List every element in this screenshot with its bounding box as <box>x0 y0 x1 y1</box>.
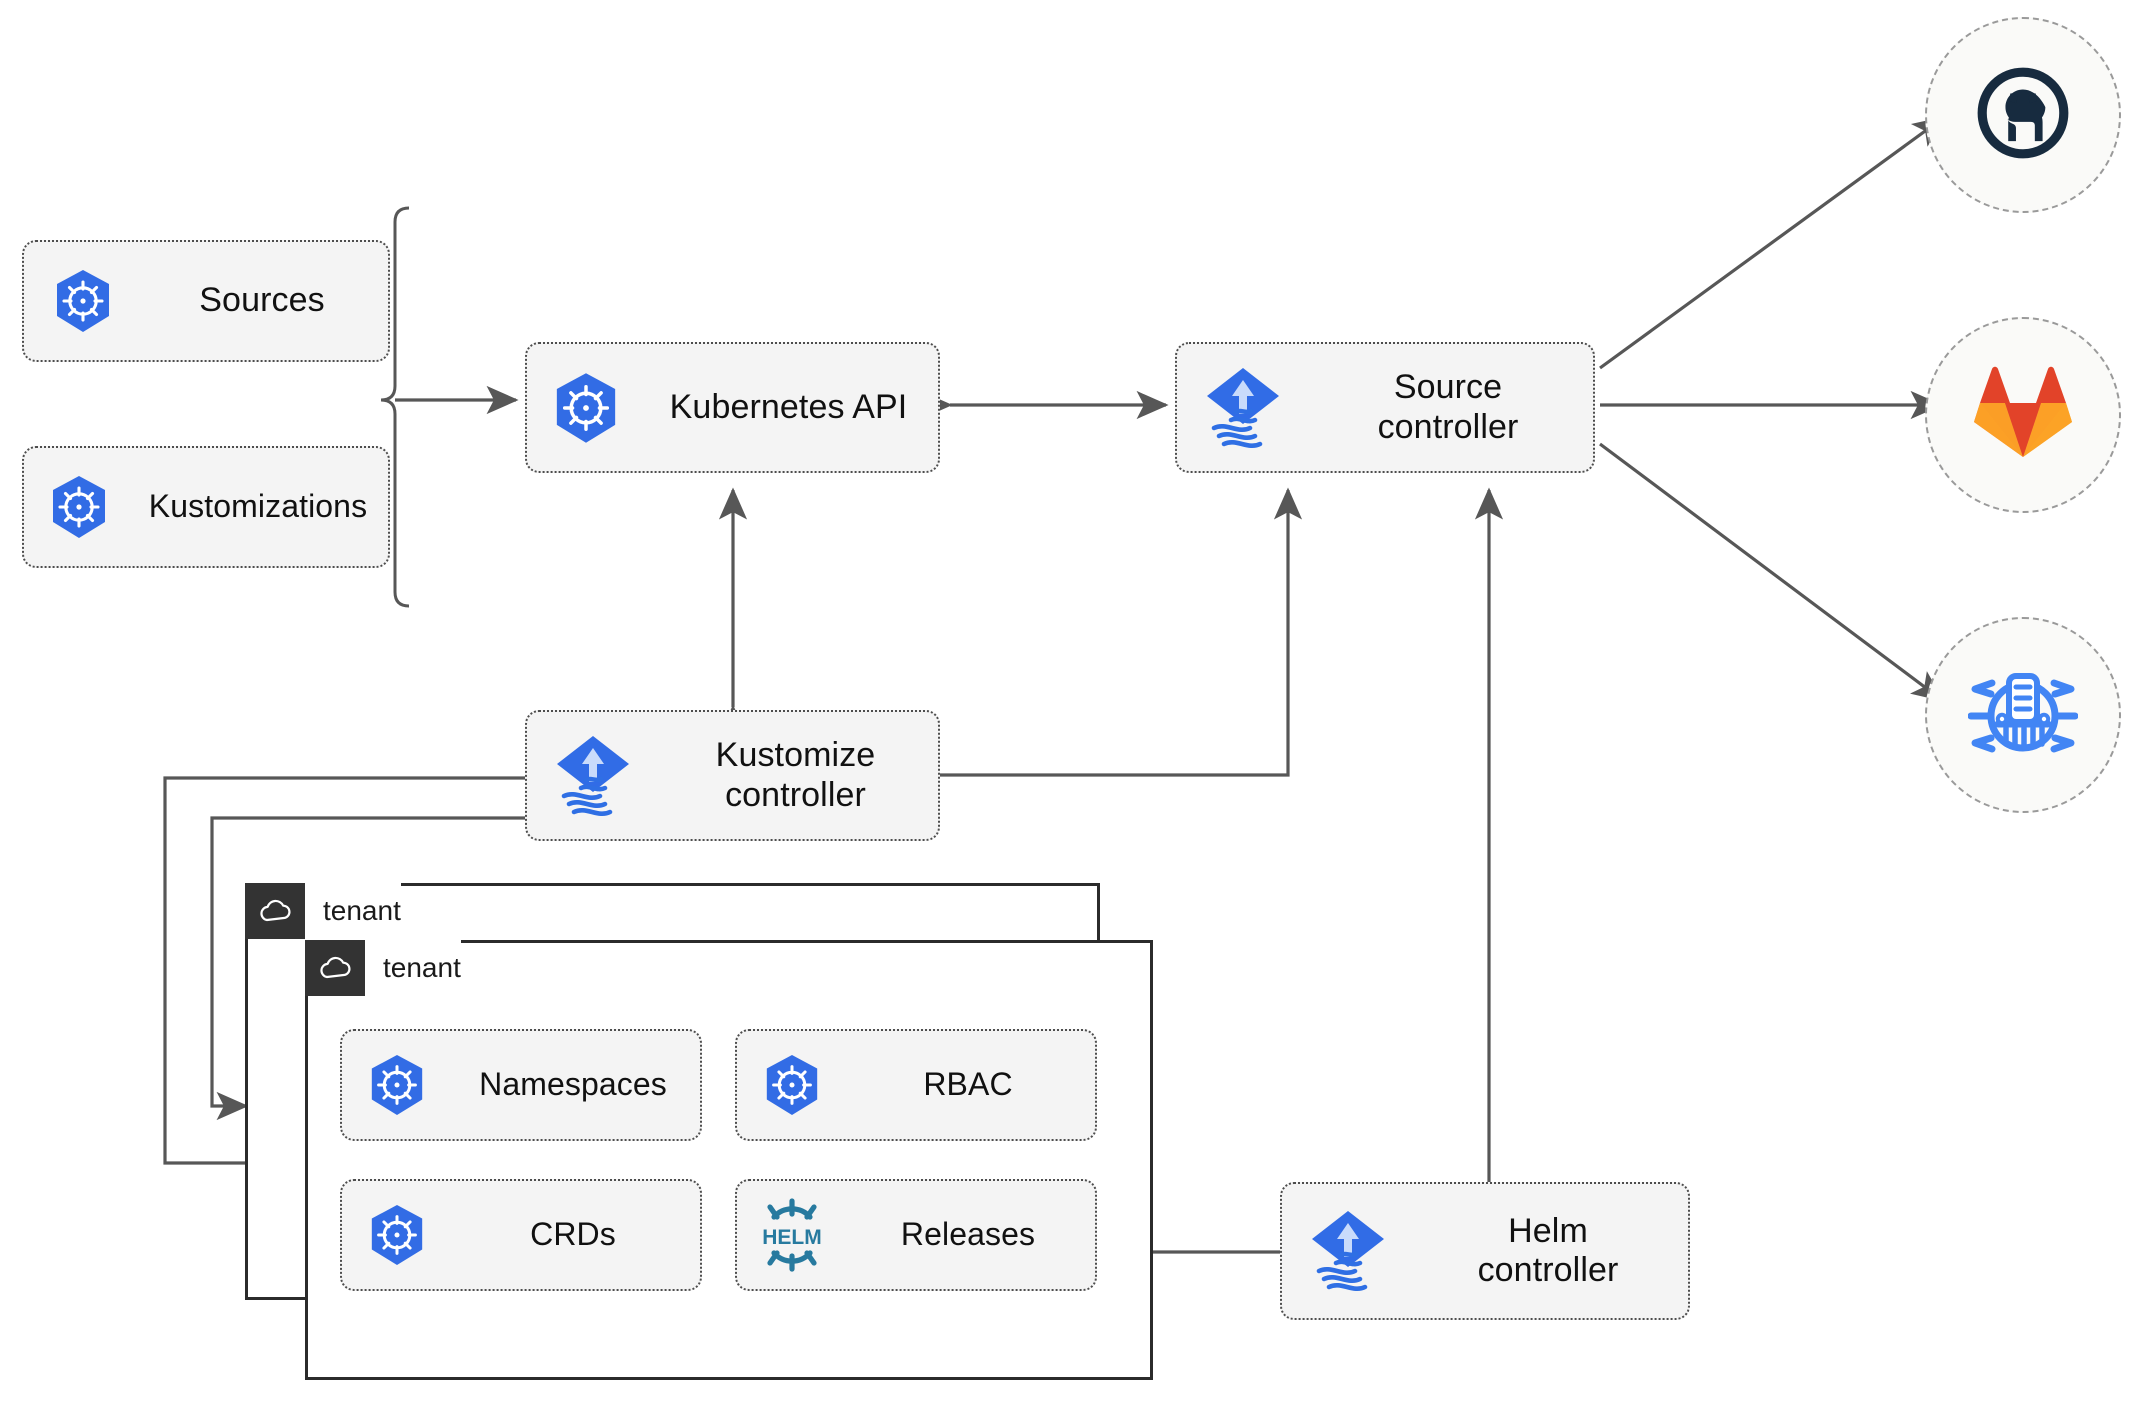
node-label: Kustomize controller <box>715 736 876 814</box>
edge-source-github <box>1599 116 1946 370</box>
node-crds[interactable]: CRDs <box>340 1179 702 1291</box>
node-kustomizations[interactable]: Kustomizations <box>22 446 390 568</box>
tenant-panel-front[interactable]: tenant <box>305 940 1153 1380</box>
node-helm-controller[interactable]: Helm controller <box>1280 1182 1690 1320</box>
node-label: Kustomizations <box>148 488 368 525</box>
provider-gitlab[interactable] <box>1925 317 2121 513</box>
flux-icon <box>1177 362 1309 454</box>
node-sources[interactable]: Sources <box>22 240 390 362</box>
node-kustomize-controller[interactable]: Kustomize controller <box>525 710 940 841</box>
provider-github[interactable] <box>1925 17 2121 213</box>
node-label: Helm controller <box>1477 1211 1619 1289</box>
node-label: Namespaces <box>479 1066 667 1103</box>
provider-harbor[interactable] <box>1925 617 2121 813</box>
harbor-icon <box>1967 658 2079 773</box>
node-label: CRDs <box>530 1216 616 1253</box>
tenant-header: tenant <box>245 883 401 939</box>
node-source-controller[interactable]: Source controller <box>1175 342 1595 473</box>
github-icon <box>1972 62 2074 169</box>
node-rbac[interactable]: RBAC <box>735 1029 1097 1141</box>
tenant-label: tenant <box>305 883 401 939</box>
tenant-label: tenant <box>365 940 461 996</box>
cloud-icon <box>245 883 305 939</box>
kubernetes-icon <box>24 474 134 540</box>
node-label: Releases <box>900 1216 1036 1253</box>
node-label: Source controller <box>1377 368 1519 446</box>
flux-icon <box>527 730 659 822</box>
kubernetes-icon <box>737 1053 847 1117</box>
kubernetes-icon <box>527 371 645 445</box>
node-label: Kubernetes API <box>669 387 908 426</box>
node-label: Sources <box>199 281 325 320</box>
cloud-icon <box>305 940 365 996</box>
kubernetes-icon <box>342 1203 452 1267</box>
node-releases[interactable]: HELM Releases <box>735 1179 1097 1291</box>
tenant-header: tenant <box>305 940 461 996</box>
svg-text:HELM: HELM <box>762 1226 822 1249</box>
flux-icon <box>1282 1205 1414 1297</box>
node-kubernetes-api[interactable]: Kubernetes API <box>525 342 940 473</box>
edge-source-harbor <box>1599 442 1945 702</box>
kubernetes-icon <box>342 1053 452 1117</box>
edge-kustomize-sourcecontroller <box>940 487 1303 777</box>
node-namespaces[interactable]: Namespaces <box>340 1029 702 1141</box>
helm-icon: HELM <box>737 1197 847 1273</box>
kubernetes-icon <box>24 268 142 334</box>
node-label: RBAC <box>923 1066 1013 1103</box>
gitlab-icon <box>1971 365 2075 466</box>
